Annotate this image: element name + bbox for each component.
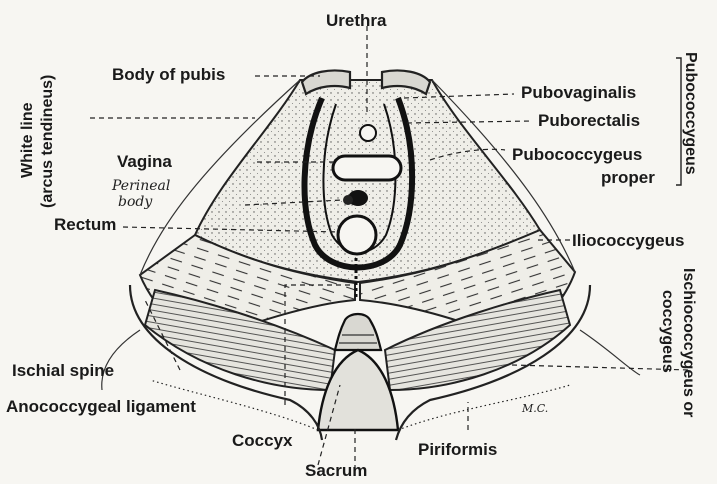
label-body-of-pubis: Body of pubis [112, 65, 225, 84]
urethra-opening [360, 125, 376, 141]
label-vagina: Vagina [117, 152, 172, 171]
label-ischiococcygeus: Ischiococcygeus or [680, 268, 697, 417]
label-urethra: Urethra [326, 11, 387, 30]
label-iliococcygeus: Iliococcygeus [572, 231, 684, 250]
label-anococcygeal-ligament: Anococcygeal ligament [6, 397, 196, 416]
label-pubococcygeus-group: Pubococcygeus [682, 52, 699, 175]
label-puborectalis: Puborectalis [538, 111, 640, 130]
coccyx-bone [335, 314, 381, 350]
label-pubococcygeus-proper-1: Pubococcygeus [512, 145, 642, 164]
label-white-line: White line (arcus tendineus) [19, 75, 56, 208]
vagina-opening [333, 156, 401, 180]
rectum-opening [338, 216, 376, 254]
label-piriformis: Piriformis [418, 440, 497, 459]
label-rectum: Rectum [54, 215, 116, 234]
label-pubococcygeus-proper-2: proper [601, 168, 655, 187]
label-ischial-spine: Ischial spine [12, 361, 114, 380]
label-perineal: Perineal [111, 178, 170, 194]
artist-signature: M.C. [521, 402, 548, 415]
label-body: body [118, 194, 153, 210]
label-pubovaginalis: Pubovaginalis [521, 83, 636, 102]
label-white-line-2: (arcus tendineus) [39, 75, 56, 208]
label-coccyx: Coccyx [232, 431, 293, 450]
label-white-line-1: White line [19, 102, 36, 178]
label-coccygeus: coccygeus [659, 290, 676, 373]
label-sacrum: Sacrum [305, 461, 367, 480]
